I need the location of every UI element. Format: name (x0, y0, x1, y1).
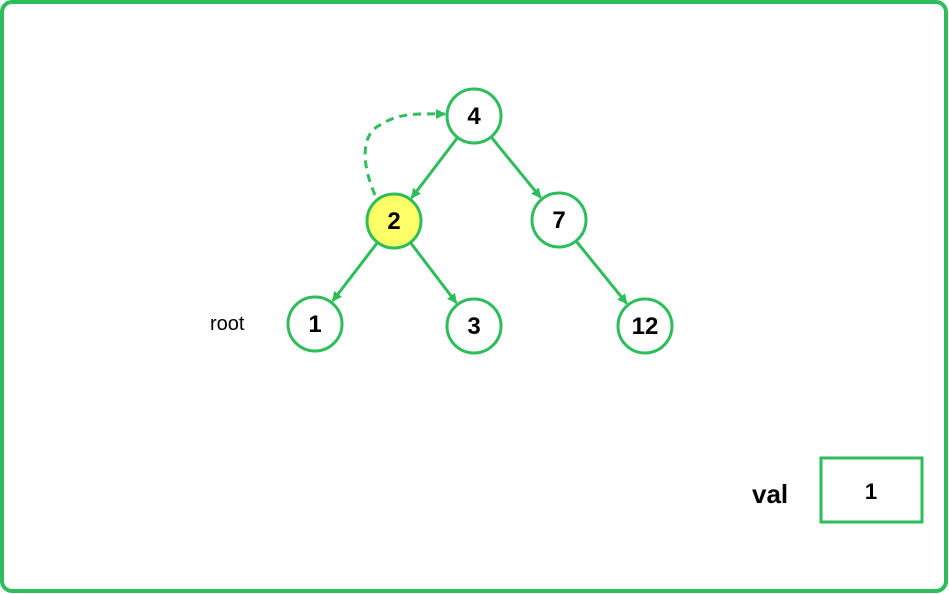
node-label: 3 (467, 313, 480, 340)
node-label: 4 (467, 103, 481, 130)
edge-n2-n3 (409, 242, 458, 304)
node-label: 7 (552, 207, 565, 234)
val-label: val (752, 479, 788, 509)
root-label: root (210, 313, 245, 335)
val-value: 1 (865, 479, 877, 504)
node-circle (445, 87, 503, 145)
node-label: 2 (387, 208, 400, 235)
tree-node-1: 1 (286, 295, 344, 353)
tree-edges (331, 136, 628, 305)
edge-n4-n2 (410, 137, 459, 199)
tree-node-2: 2 (365, 192, 423, 250)
node-circle (616, 297, 674, 355)
edge-n7-n12 (575, 240, 628, 305)
tree-node-3: 3 (445, 297, 503, 355)
tree-nodes: 4 2 7 1 3 12 (286, 87, 674, 355)
tree-node-4: 4 (445, 87, 503, 145)
node-circle (530, 191, 588, 249)
node-circle (365, 192, 423, 250)
edge-n4-n7 (490, 136, 542, 199)
node-circle (445, 297, 503, 355)
node-label: 1 (308, 311, 321, 338)
tree-node-12: 12 (616, 297, 674, 355)
return-path-arrow (363, 108, 446, 196)
node-label: 12 (632, 313, 659, 340)
node-circle (286, 295, 344, 353)
tree-node-7: 7 (530, 191, 588, 249)
val-box (819, 456, 924, 524)
edge-n2-n1 (331, 242, 379, 302)
